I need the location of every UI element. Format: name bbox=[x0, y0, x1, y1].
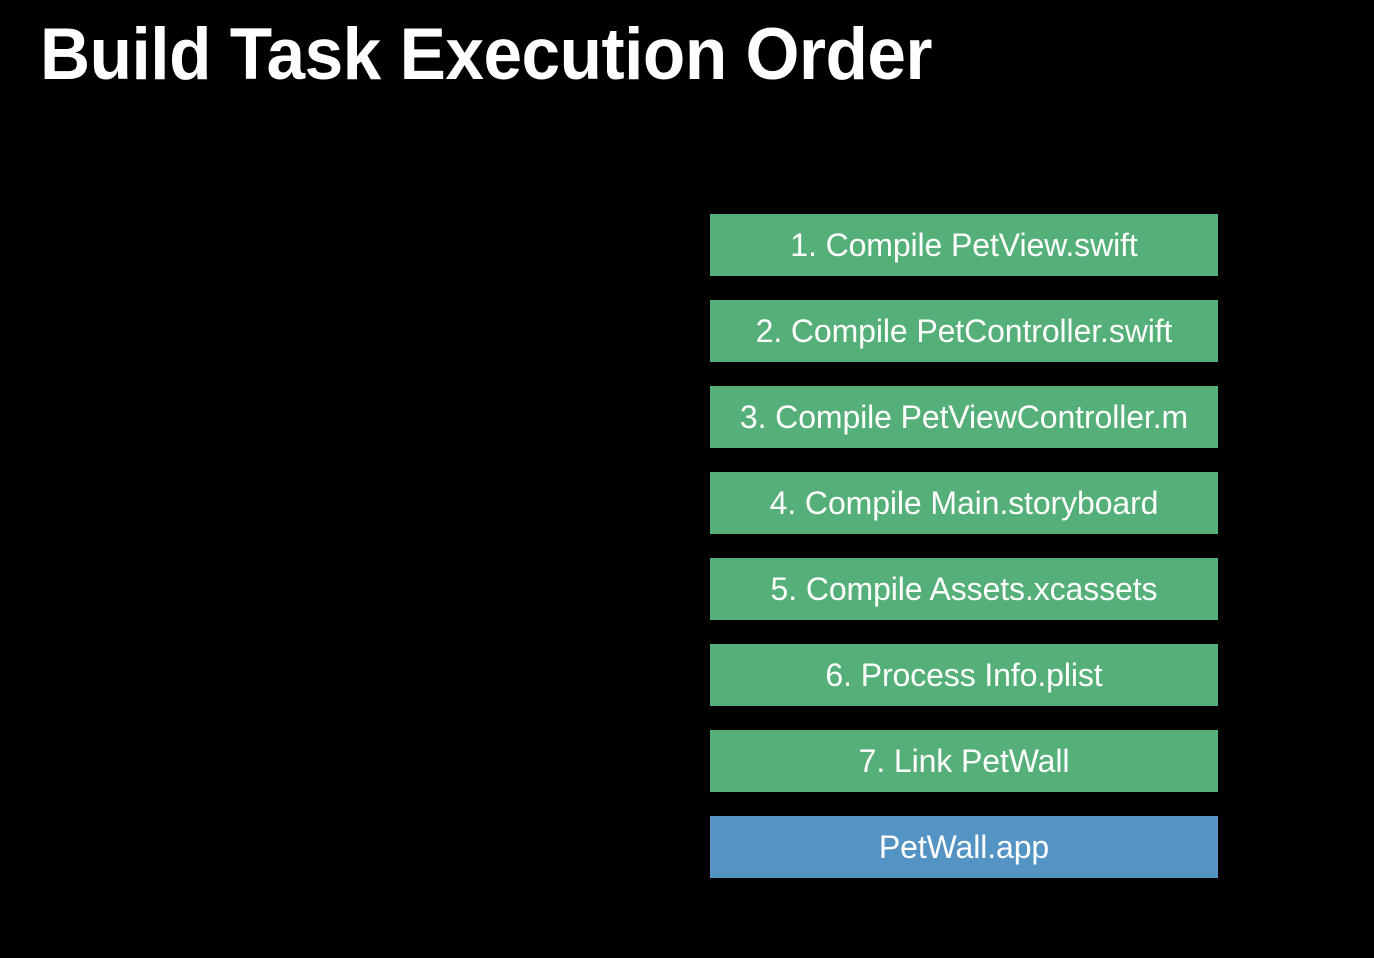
flow-node-label: 3. Compile PetViewController.m bbox=[739, 399, 1189, 435]
build-task-flow: 1. Compile PetView.swift 2. Compile PetC… bbox=[710, 214, 1218, 878]
flow-node-task-6[interactable]: 6. Process Info.plist bbox=[710, 644, 1218, 706]
flow-node-task-2[interactable]: 2. Compile PetController.swift bbox=[710, 300, 1218, 362]
flow-node-task-4[interactable]: 4. Compile Main.storyboard bbox=[710, 472, 1218, 534]
flow-node-label: 7. Link PetWall bbox=[858, 743, 1070, 779]
flow-node-task-5[interactable]: 5. Compile Assets.xcassets bbox=[710, 558, 1218, 620]
flow-node-output-artifact[interactable]: PetWall.app bbox=[710, 816, 1218, 878]
flow-node-task-1[interactable]: 1. Compile PetView.swift bbox=[710, 214, 1218, 276]
flow-node-label: 2. Compile PetController.swift bbox=[755, 313, 1173, 349]
flow-node-label: 5. Compile Assets.xcassets bbox=[770, 571, 1158, 607]
flow-node-task-3[interactable]: 3. Compile PetViewController.m bbox=[710, 386, 1218, 448]
page-title: Build Task Execution Order bbox=[40, 14, 932, 95]
flow-node-label: PetWall.app bbox=[878, 829, 1050, 865]
flow-node-label: 1. Compile PetView.swift bbox=[790, 227, 1138, 263]
flow-node-task-7[interactable]: 7. Link PetWall bbox=[710, 730, 1218, 792]
flow-node-label: 6. Process Info.plist bbox=[825, 657, 1103, 693]
flow-node-label: 4. Compile Main.storyboard bbox=[769, 485, 1159, 521]
